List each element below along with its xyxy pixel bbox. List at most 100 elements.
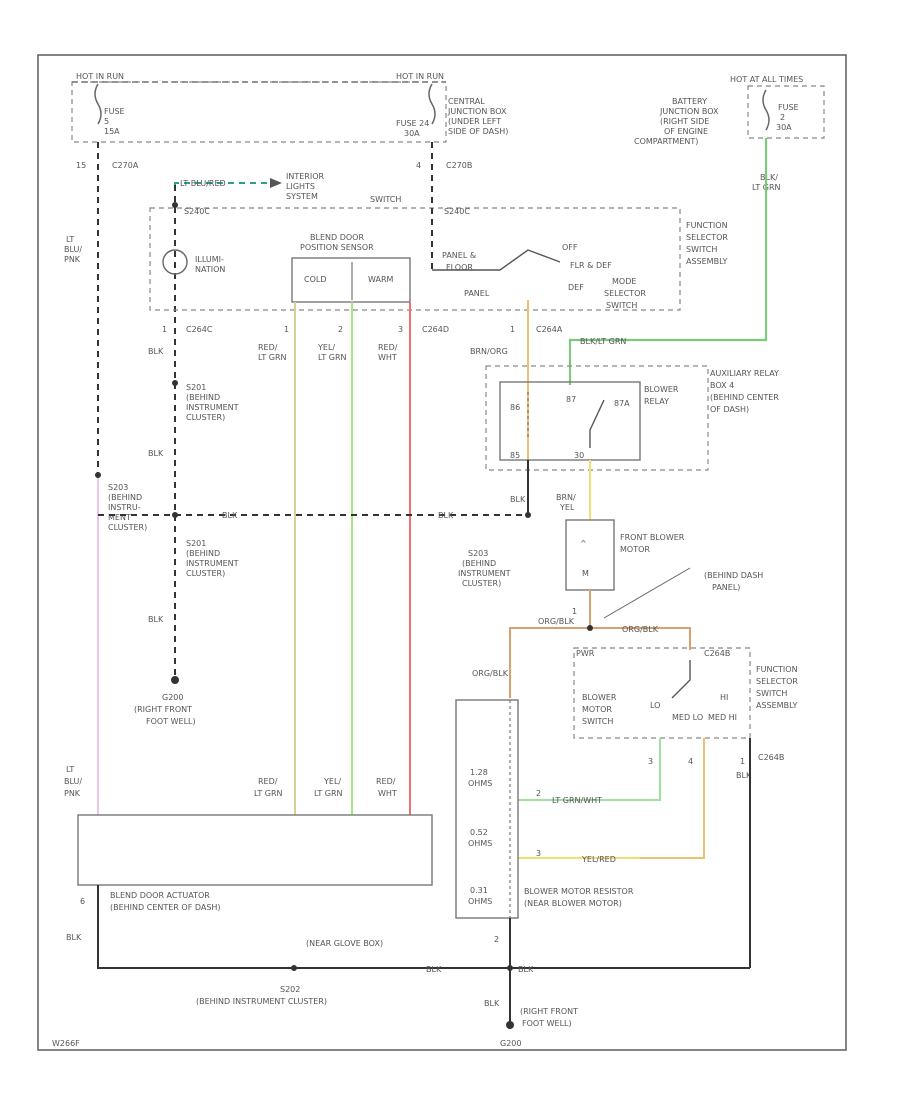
cold-label: COLD xyxy=(304,275,327,284)
s201-label-2: (BEHIND xyxy=(186,393,220,402)
hot-in-run-label-2: HOT IN RUN xyxy=(396,72,444,81)
wire-org-blk xyxy=(509,627,691,698)
blower-relay-label-2: RELAY xyxy=(644,397,669,406)
fsa-label-1: FUNCTION xyxy=(686,221,728,230)
panel-label: PANEL xyxy=(464,289,490,298)
blower-motor-resistor-box xyxy=(455,699,519,919)
bda-label-2: (BEHIND CENTER OF DASH) xyxy=(110,903,221,912)
behind-dash-leader xyxy=(603,567,691,619)
red-ltgrn-b-label-1: RED/ xyxy=(258,777,278,786)
ohm-0-52-unit: OHMS xyxy=(468,839,492,848)
blend-label-1: BLEND DOOR xyxy=(310,233,364,242)
blk-label-1: BLK xyxy=(148,347,164,356)
hot-at-all-times-label: HOT AT ALL TIMES xyxy=(730,75,803,84)
c264d-label: C264D xyxy=(422,325,449,334)
s240c-dot xyxy=(172,202,178,208)
lt-blu-pnk-b-label-3: PNK xyxy=(64,789,81,798)
s203-label-2: (BEHIND xyxy=(108,493,142,502)
aux-label-3: (BEHIND CENTER xyxy=(710,393,779,402)
wire-yel-red-orange xyxy=(518,738,705,859)
def-label: DEF xyxy=(568,283,584,292)
blower-relay-label-1: BLOWER xyxy=(644,385,679,394)
blower-switch-wiper-icon xyxy=(671,660,691,699)
lt-blu-pink-label-a3: PNK xyxy=(64,255,81,264)
switch-label: SWITCH xyxy=(370,195,401,204)
c270b-label: C270B xyxy=(446,161,472,170)
s240c-mid-label: S240C xyxy=(444,207,470,216)
brn-yel-label-2: YEL xyxy=(559,503,575,512)
interior-label-3: SYSTEM xyxy=(286,192,318,201)
blk-bottom-label-1: BLK xyxy=(426,965,442,974)
fss-label-3: SWITCH xyxy=(756,689,787,698)
s203-label-1: S203 xyxy=(108,483,128,492)
function-selector-switch-assembly xyxy=(149,207,681,311)
yel-ltgrn-b-label-1: YEL/ xyxy=(323,777,341,786)
cjb-label-4: SIDE OF DASH) xyxy=(448,127,508,136)
med-lo-label: MED LO xyxy=(672,713,703,722)
med-hi-label: MED HI xyxy=(708,713,737,722)
blower-motor-switch-assembly xyxy=(573,647,751,739)
relay-pin-87: 87 xyxy=(566,395,576,404)
s203b-dot xyxy=(525,512,531,518)
bms-label-3: SWITCH xyxy=(582,717,613,726)
illumination-label-1: ILLUMI- xyxy=(195,255,224,264)
fbm-label-2: MOTOR xyxy=(620,545,650,554)
blend-door-actuator-box xyxy=(77,814,433,886)
fuse-5-number: 5 xyxy=(104,117,109,126)
red-wht-b-label-2: WHT xyxy=(378,789,397,798)
cjb-label-3: (UNDER LEFT xyxy=(448,117,501,126)
brn-yel-label-1: BRN/ xyxy=(556,493,576,502)
pin-6-label: 6 xyxy=(80,897,85,906)
pin-15-label: 15 xyxy=(76,161,86,170)
g200-label-1: G200 xyxy=(162,693,183,702)
off-label: OFF xyxy=(562,243,578,252)
lt-blu-pink-label-a2: BLU/ xyxy=(64,245,82,254)
mode-switch-contacts xyxy=(432,249,561,271)
fsa-label-3: SWITCH xyxy=(686,245,717,254)
mode-label-3: SWITCH xyxy=(606,301,637,310)
fsa-label-4: ASSEMBLY xyxy=(686,257,727,266)
fsa-label-2: SELECTOR xyxy=(686,233,728,242)
blower-relay-box xyxy=(499,381,641,461)
s203-label-3: INSTRU- xyxy=(108,503,141,512)
mode-label-1: MODE xyxy=(612,277,636,286)
yel-red-label: YEL/RED xyxy=(581,855,616,864)
lt-blu-pink-label-a1: LT xyxy=(66,235,74,244)
bms-label-1: BLOWER xyxy=(582,693,617,702)
ohm-0-52-value: 0.52 xyxy=(470,828,488,837)
blend-label-2: POSITION SENSOR xyxy=(300,243,374,252)
motor-pin-top: ^ xyxy=(580,539,587,548)
pin-3b-label: 3 xyxy=(648,757,653,766)
s201b-label-1: S201 xyxy=(186,539,206,548)
aux-label-1: AUXILIARY RELAY xyxy=(710,369,779,378)
diagram-frame xyxy=(37,54,847,1051)
fuse-2-rating: 30A xyxy=(776,123,792,132)
org-blk-label-2: ORG/BLK xyxy=(622,625,659,634)
panel-floor-label-2: FLOOR xyxy=(446,263,473,272)
relay-pin-86: 86 xyxy=(510,403,520,412)
bms-label-2: MOTOR xyxy=(582,705,612,714)
relay-contact-icon xyxy=(589,399,605,448)
org-blk-label-3: ORG/BLK xyxy=(472,669,509,678)
pin-2c-label: 2 xyxy=(494,935,499,944)
red-ltgrn-label-2: LT GRN xyxy=(258,353,287,362)
red-ltgrn-b-label-2: LT GRN xyxy=(254,789,283,798)
ohm-0-31-value: 0.31 xyxy=(470,886,488,895)
fuse-24-icon xyxy=(428,83,436,125)
pin-1c-label: 1 xyxy=(510,325,515,334)
fuse-24-rating: 30A xyxy=(404,129,420,138)
c264b-label: C264B xyxy=(704,649,730,658)
blk-label-5: BLK xyxy=(736,771,752,780)
lt-blu-red-label: LT BLU/RED xyxy=(180,179,226,188)
s201b-label-3: INSTRUMENT xyxy=(186,559,239,568)
red-wht-b-label-1: RED/ xyxy=(376,777,396,786)
lt-blu-pnk-b-label-1: LT xyxy=(66,765,74,774)
fuse-5-rating: 15A xyxy=(104,127,120,136)
lo-label: LO xyxy=(650,701,660,710)
c264c-label: C264C xyxy=(186,325,213,334)
pwr-label: PWR xyxy=(576,649,595,658)
s201b-label-4: CLUSTER) xyxy=(186,569,225,578)
pin-4b-label: 4 xyxy=(688,757,693,766)
near-glove-label: (NEAR GLOVE BOX) xyxy=(306,939,383,948)
aux-label-2: BOX 4 xyxy=(710,381,734,390)
